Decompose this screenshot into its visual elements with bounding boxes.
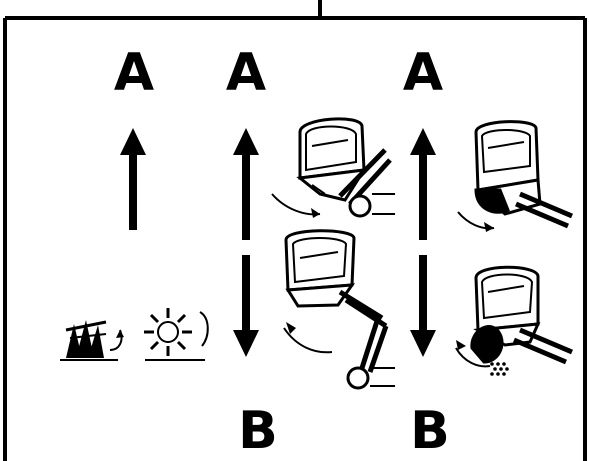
- baler-open-icon: [283, 229, 395, 390]
- baler-right-closed-icon: [457, 120, 573, 232]
- label-b-2: B: [410, 401, 450, 461]
- label-a-3: A: [403, 43, 443, 103]
- crop-icon: [60, 320, 124, 361]
- label-a-1: A: [114, 43, 154, 103]
- baler-right-open-icon: [455, 265, 573, 376]
- arrow-up-right: [410, 128, 436, 240]
- arrow-down-right: [410, 255, 436, 357]
- label-b-1: B: [238, 401, 278, 461]
- outer-frame: [3, 0, 587, 461]
- arrow-up-middle: [233, 128, 259, 240]
- baler-closed-icon: [271, 117, 395, 218]
- label-a-2: A: [226, 43, 266, 103]
- arrow-up-left: [120, 128, 146, 230]
- arrow-down-middle: [233, 255, 259, 357]
- sun-icon: [144, 308, 209, 361]
